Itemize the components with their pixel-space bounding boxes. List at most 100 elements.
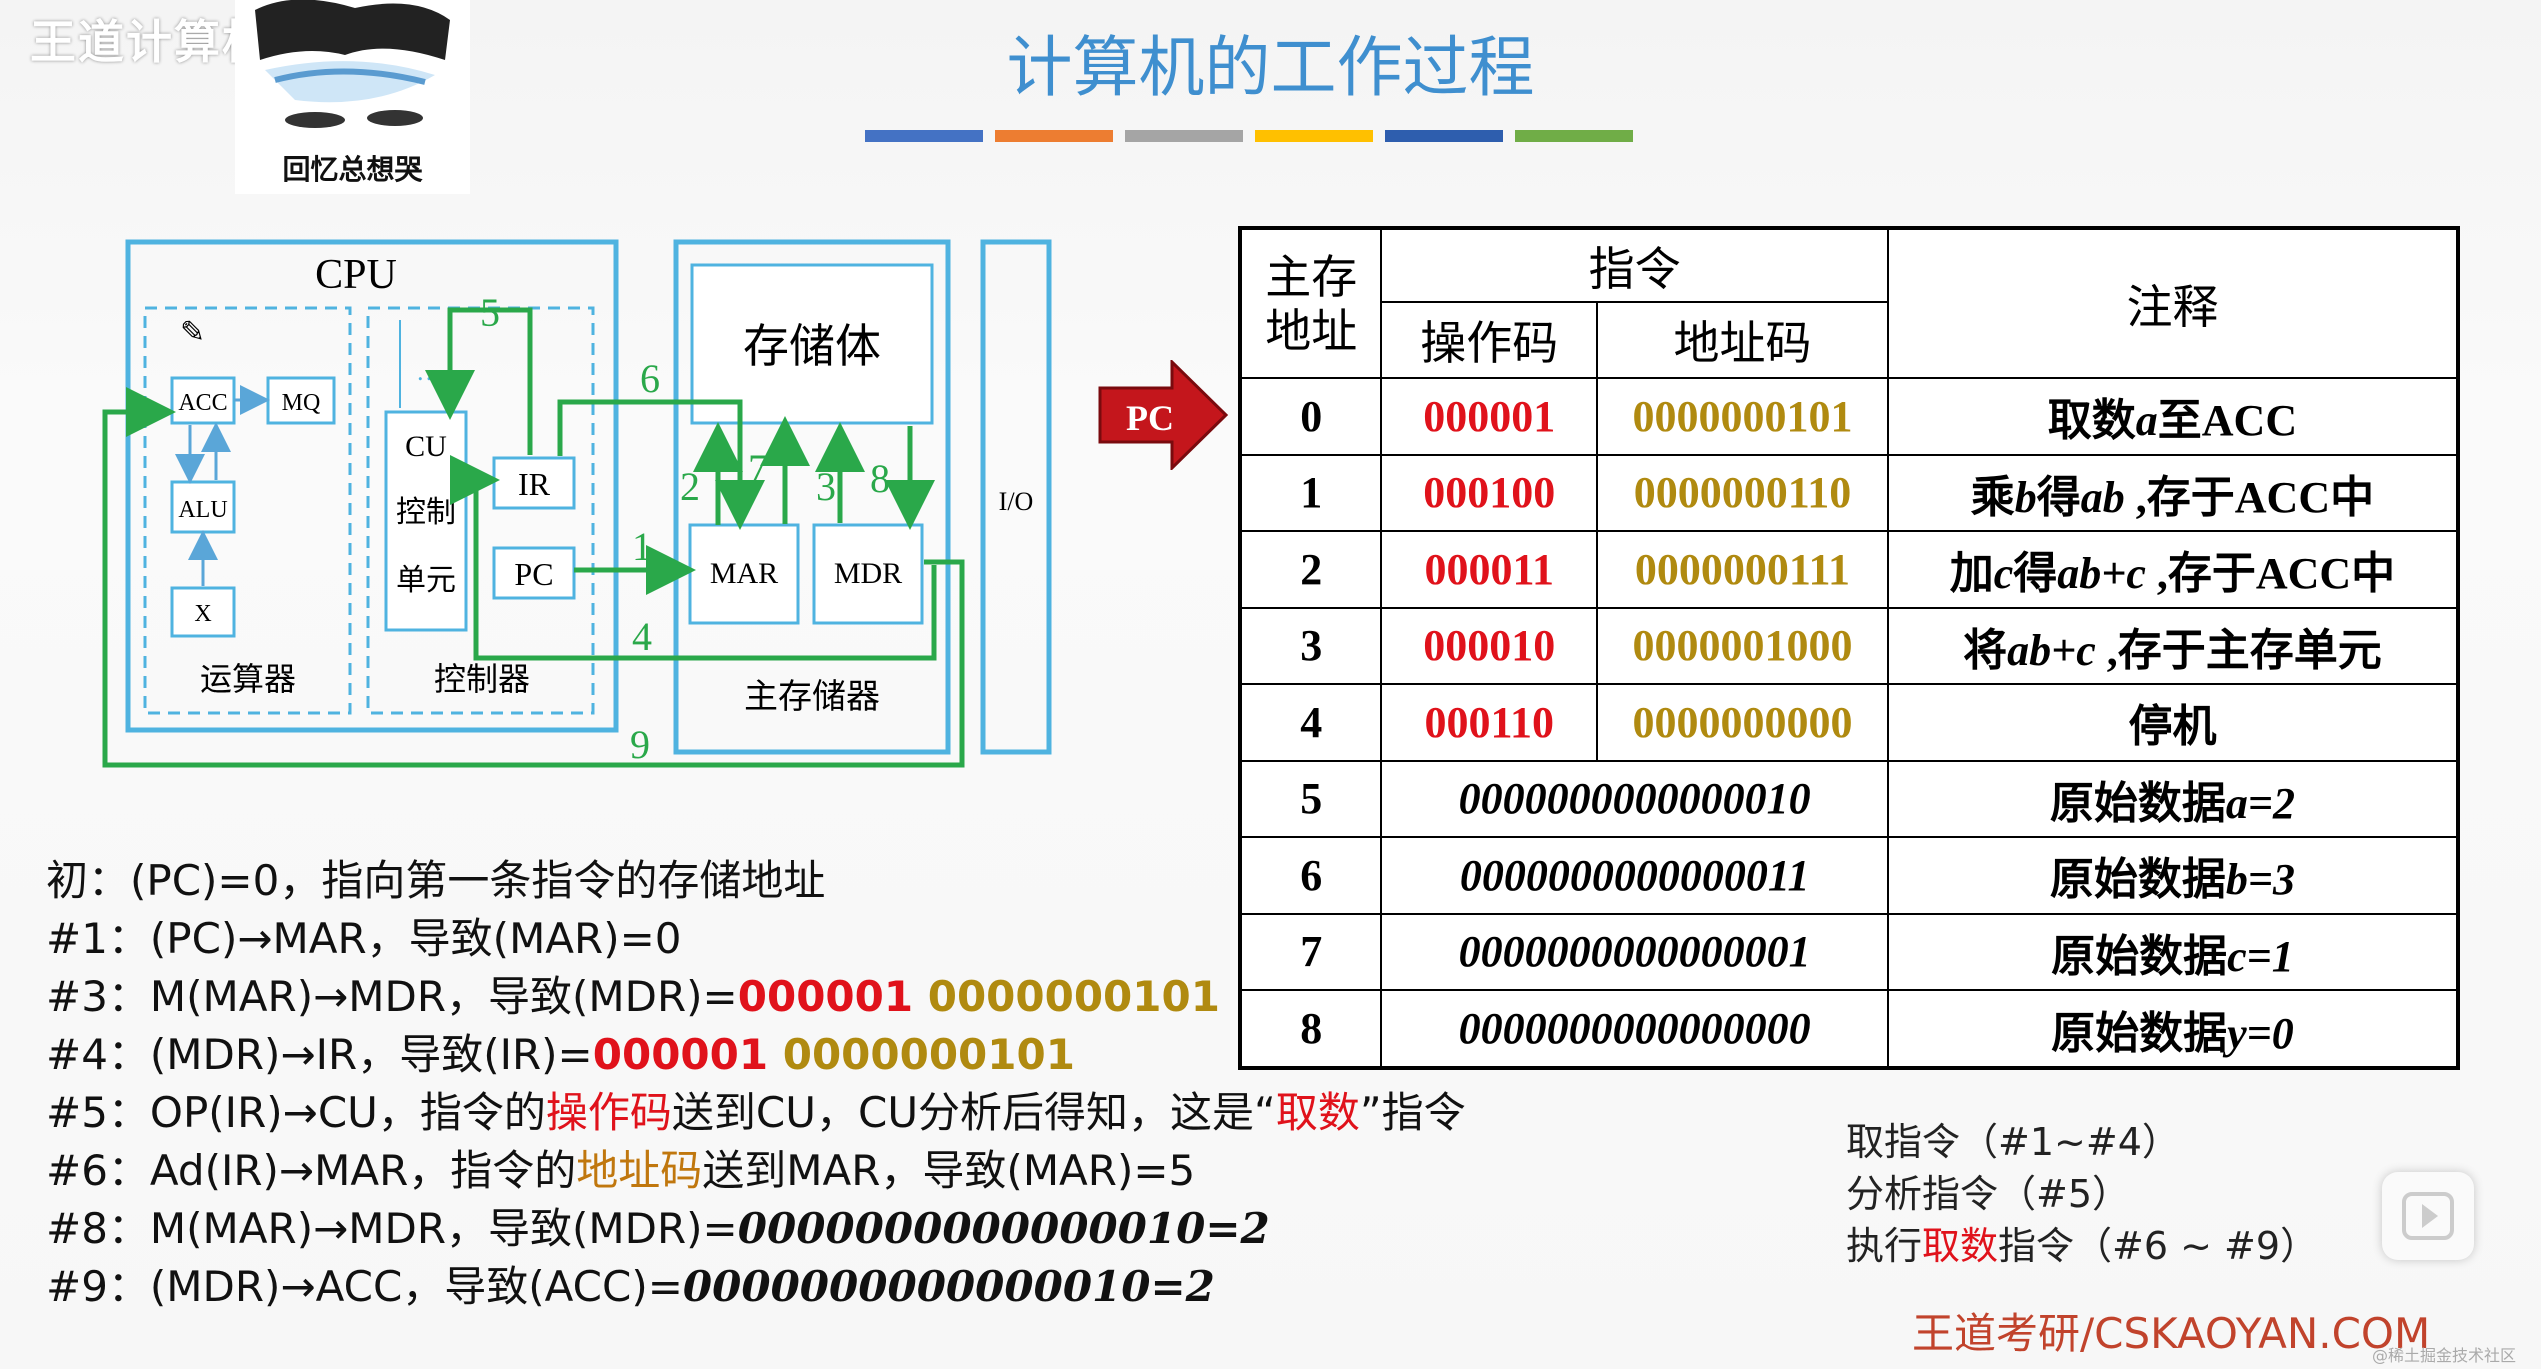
- note-text: #5：OP(IR)→CU，指令的: [46, 1088, 546, 1137]
- note-text: #6：Ad(IR)→MAR，指令的: [46, 1146, 577, 1195]
- note-step5: #5：OP(IR)→CU，指令的操作码送到CU，CU分析后得知，这是“取数”指令: [46, 1084, 1466, 1142]
- addr-cell: 1: [1238, 453, 1383, 533]
- mar-box: [688, 523, 800, 625]
- footer-watermark: @稀土掘金技术社区: [2372, 1346, 2517, 1365]
- table-row: 3 000010 0000001000 将ab+c ,存于主存单元: [1238, 606, 2460, 686]
- memory-group-label: 主存储器: [744, 678, 880, 716]
- table-row: 6 0000000000000011 原始数据b=3: [1238, 836, 2460, 915]
- note-text: 原始数据: [2051, 1008, 2228, 1058]
- path-4: [450, 455, 937, 661]
- note-highlight: 取数: [1275, 1088, 1360, 1137]
- note-cell: 将ab+c ,存于主存单元: [1886, 606, 2460, 686]
- addr-cell: 8: [1238, 989, 1383, 1069]
- step-6: 6: [640, 356, 660, 401]
- opcode-cell: 000011: [1380, 530, 1599, 609]
- note-text: 至ACC: [2157, 396, 2298, 446]
- note-var: a: [2135, 396, 2158, 446]
- mq-box: [266, 376, 336, 425]
- note-addrcode: 0000000101: [913, 972, 1220, 1021]
- note-cell: 乘b得ab ,存于ACC中: [1886, 453, 2460, 533]
- note-cell: 加c得ab+c ,存于ACC中: [1886, 530, 2460, 609]
- note-var: y=0: [2227, 1008, 2294, 1058]
- data-value-cell: 0000000000000011: [1380, 836, 1889, 915]
- table-row: 5 0000000000000010 原始数据a=2: [1238, 759, 2460, 839]
- note-step6: #6：Ad(IR)→MAR，指令的地址码送到MAR，导致(MAR)=5: [46, 1142, 1466, 1200]
- addr-cell: 4: [1238, 683, 1383, 762]
- step-3: 3: [816, 464, 836, 509]
- note-text: #3：M(MAR)→MDR，导致(MDR)=: [46, 972, 738, 1021]
- phase-fetch: 取指令（#1~#4）: [1846, 1120, 2180, 1164]
- step-2: 2: [680, 464, 700, 509]
- note-text: 将: [1963, 625, 2008, 675]
- pc-pointer-label: PC: [1126, 398, 1174, 438]
- addr-cell: 3: [1238, 606, 1383, 686]
- opcode-cell: 000110: [1380, 683, 1599, 762]
- note-cell: 停机: [1886, 683, 2460, 762]
- pc-box: [492, 546, 576, 600]
- addr-cell: 5: [1238, 759, 1383, 839]
- acc-label: ACC: [178, 390, 227, 416]
- note-step9: #9：(MDR)→ACC，导致(ACC)=0000000000000010=2: [46, 1258, 1466, 1316]
- table-row: 4 000110 0000000000 停机: [1238, 683, 2460, 762]
- phase-text: 执行: [1846, 1224, 1923, 1268]
- note-cell: 原始数据a=2: [1886, 759, 2460, 839]
- note-text: 得: [2013, 549, 2058, 599]
- storage-body-label: 存储体: [743, 321, 881, 372]
- note-value: 0000000000000010=2: [682, 1262, 1215, 1311]
- header-addrcode: 地址码: [1596, 301, 1889, 379]
- note-value: 0000000000000010=2: [737, 1204, 1270, 1253]
- phase-list: 取指令（#1~#4） 分析指令（#5） 执行取数指令（#6 ~ #9）: [1846, 1116, 2318, 1272]
- note-text: #4：(MDR)→IR，导致(IR)=: [46, 1030, 593, 1079]
- storage-body-box: [690, 263, 934, 425]
- note-text: 送到CU，CU分析后得知，这是“: [671, 1088, 1276, 1137]
- phase-text: 指令（#6 ~ #9）: [1998, 1224, 2319, 1268]
- pc-label: PC: [514, 556, 553, 592]
- cpu-box: [125, 239, 619, 733]
- note-cell: 取数a至ACC: [1886, 377, 2460, 456]
- cu-label-3: 单元: [396, 564, 456, 597]
- io-label: I/O: [999, 487, 1034, 516]
- color-bar: [1515, 130, 1633, 142]
- note-step8: #8：M(MAR)→MDR，导致(MDR)=0000000000000010=2: [46, 1200, 1466, 1258]
- page-title: 计算机的工作过程: [1006, 29, 1535, 106]
- avatar-caption: 回忆总想哭: [282, 153, 423, 186]
- step-4: 4: [632, 614, 652, 659]
- note-var: ab+c: [2007, 625, 2096, 675]
- addr-cell: 7: [1238, 912, 1383, 992]
- alu-label: ALU: [178, 497, 227, 523]
- title-color-bars: [865, 130, 1633, 142]
- alu-group-box: [143, 306, 352, 715]
- note-var: ab: [2080, 472, 2125, 522]
- memory-box: [673, 239, 951, 755]
- note-text: 得: [2036, 472, 2081, 522]
- play-button[interactable]: [2382, 1172, 2474, 1260]
- note-step3: #3：M(MAR)→MDR，导致(MDR)=000001 0000000101: [46, 968, 1466, 1026]
- note-step4: #4：(MDR)→IR，导致(IR)=000001 0000000101: [46, 1026, 1466, 1084]
- ir-label: IR: [518, 466, 551, 502]
- ctrl-group-label: 控制器: [434, 661, 530, 697]
- opcode-cell: 000001: [1380, 377, 1599, 456]
- table-row: 1 000100 0000000110 乘b得ab ,存于ACC中: [1238, 453, 2460, 533]
- x-label: X: [194, 601, 211, 627]
- header-note: 注释: [1886, 227, 2460, 379]
- pc-pointer-arrow: PC: [1098, 360, 1229, 470]
- phase-execute: 执行取数指令（#6 ~ #9）: [1846, 1220, 2318, 1272]
- step-1: 1: [632, 524, 652, 569]
- note-text: 停机: [2128, 702, 2217, 752]
- addrcode-cell: 0000001000: [1596, 606, 1889, 686]
- io-box: [980, 239, 1052, 755]
- path-9: [102, 387, 965, 768]
- mar-label: MAR: [710, 557, 778, 590]
- path-6: [557, 399, 765, 530]
- note-text: ,存于主存单元: [2095, 625, 2382, 675]
- header-opcode: 操作码: [1380, 301, 1599, 379]
- note-cell: 原始数据b=3: [1886, 836, 2460, 915]
- note-cell: 原始数据c=1: [1886, 912, 2460, 992]
- note-text: 原始数据: [2049, 855, 2226, 905]
- note-var: c=1: [2227, 931, 2294, 981]
- note-var: a=2: [2225, 778, 2295, 828]
- phase-highlight: 取数: [1922, 1224, 1999, 1268]
- table-row: 8 0000000000000000 原始数据y=0: [1238, 989, 2460, 1069]
- note-text: #8：M(MAR)→MDR，导致(MDR)=: [46, 1204, 738, 1253]
- opcode-cell: 000100: [1380, 453, 1599, 533]
